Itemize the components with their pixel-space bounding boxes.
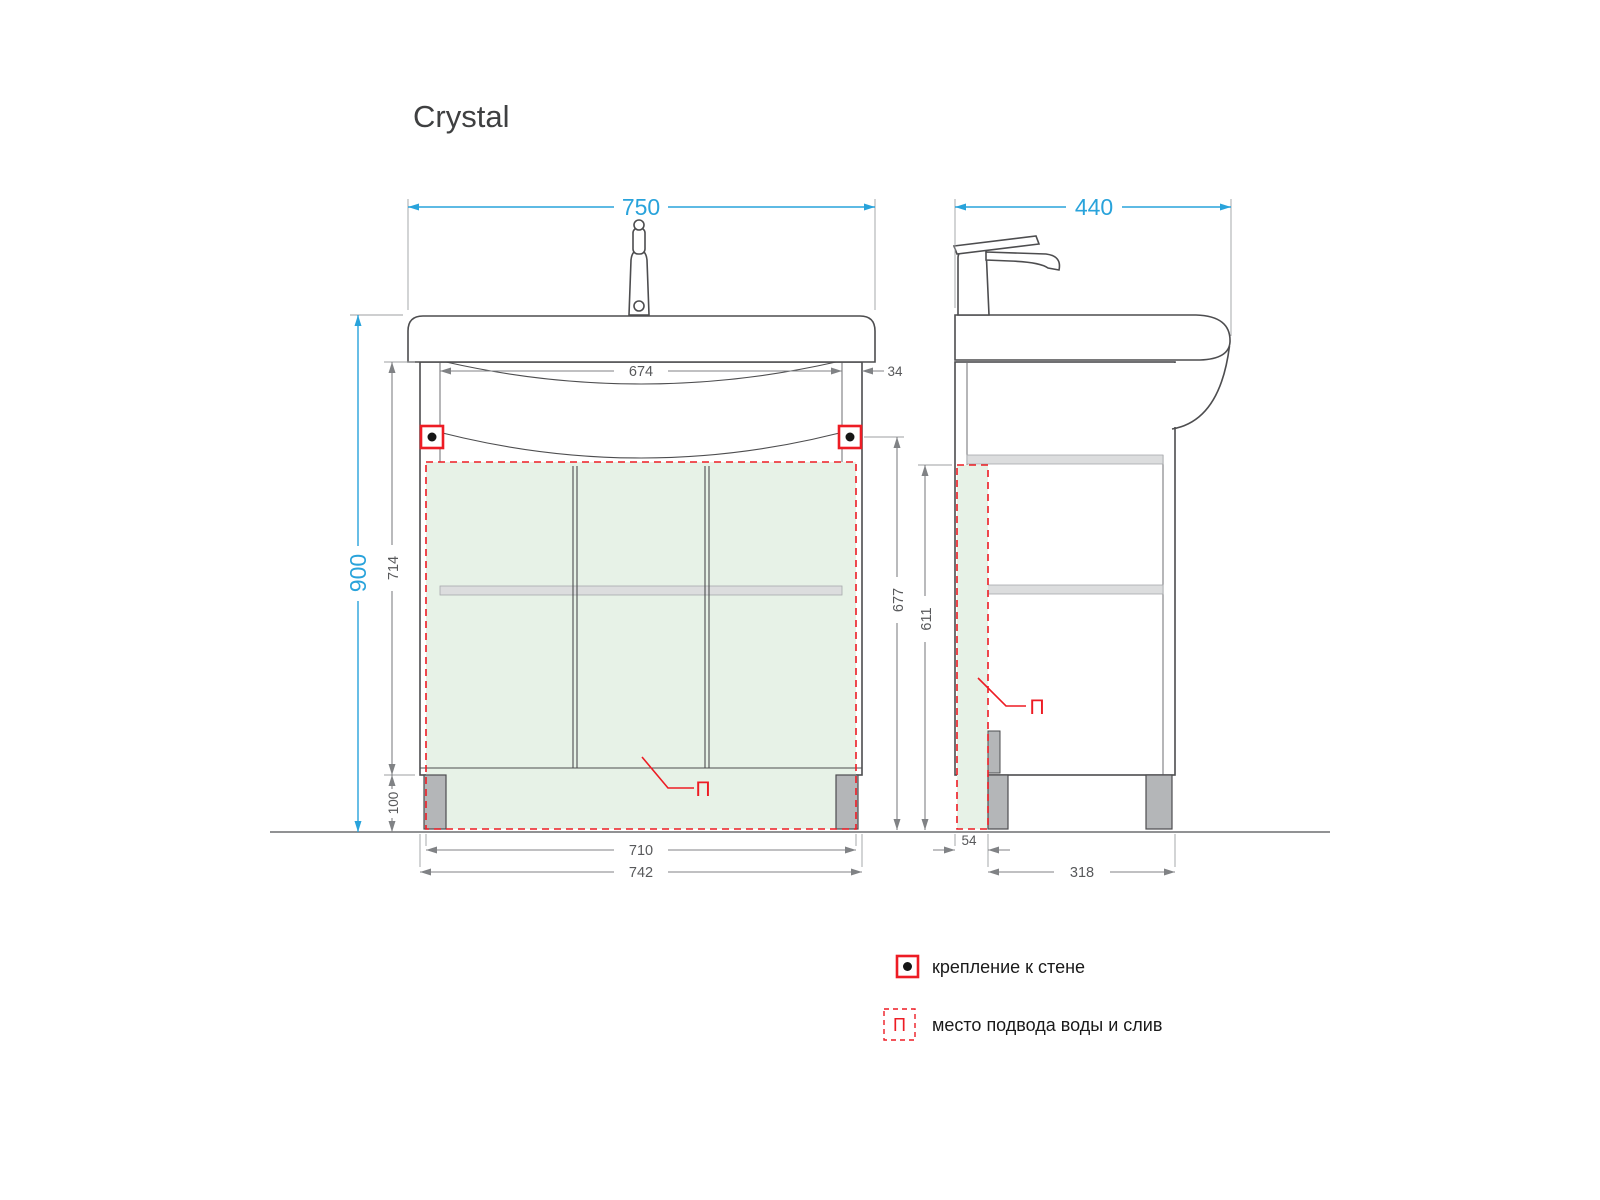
side-faucet [952, 235, 1061, 316]
side-front-leg [1145, 774, 1173, 830]
side-dim-611: 611 [918, 464, 952, 830]
side-back-leg [987, 774, 1009, 830]
water-zone-icon [883, 1008, 916, 1041]
side-pipe-label: П [1029, 696, 1044, 719]
side-pipe-callout: П [977, 677, 1045, 719]
legend-wall-mount-item: крепление к стене [895, 954, 1085, 979]
svg-text:677: 677 [891, 588, 907, 612]
svg-text:742: 742 [629, 865, 653, 881]
svg-text:34: 34 [887, 364, 903, 379]
legend-wall-mount-label: крепление к стене [932, 957, 1085, 977]
svg-text:100: 100 [386, 792, 401, 815]
page-title: Crystal [413, 99, 509, 134]
front-view: П 750 900 714 100 [345, 194, 907, 881]
side-water-zone-fill [957, 465, 988, 829]
svg-text:750: 750 [622, 194, 660, 220]
front-dim-742: 742 [419, 834, 863, 881]
front-shelf-band [439, 585, 843, 596]
side-dim-54: 54 [933, 833, 1010, 867]
legend: крепление к стене П место подвода воды и… [883, 954, 1162, 1041]
side-cabinet [954, 361, 1176, 776]
svg-text:611: 611 [919, 607, 935, 630]
front-pipe-callout: П [641, 756, 711, 801]
legend-water-symbol: П [893, 1015, 906, 1035]
front-dim-34: 34 [862, 364, 903, 379]
front-dim-750: 750 [407, 194, 876, 310]
front-faucet [628, 219, 650, 316]
legend-water-label: место подвода воды и слив [932, 1015, 1162, 1035]
svg-text:714: 714 [386, 556, 402, 580]
svg-text:900: 900 [345, 554, 371, 592]
front-wall-mount-right-icon [837, 424, 863, 450]
front-dim-674: 674 [440, 364, 842, 380]
legend-water-item: П место подвода воды и слив [883, 1008, 1162, 1041]
front-dim-900: 900 [345, 314, 403, 832]
front-wall-mount-left-icon [419, 424, 445, 450]
front-dim-714: 714 [384, 361, 415, 776]
side-washbasin [954, 314, 1231, 430]
side-bowl-curve [1171, 345, 1231, 430]
front-water-zone-border [425, 461, 857, 830]
svg-text:54: 54 [961, 833, 977, 848]
front-pipe-label: П [695, 778, 710, 801]
side-dim-318: 318 [988, 834, 1176, 881]
side-pipe-part [987, 730, 1001, 774]
front-dim-677: 677 [864, 436, 907, 830]
side-water-zone-border [956, 464, 989, 830]
svg-text:318: 318 [1070, 865, 1094, 881]
svg-text:440: 440 [1075, 194, 1113, 220]
side-view: П 440 611 54 3 [918, 194, 1234, 881]
side-basin-cover [1168, 363, 1234, 427]
wall-mount-dot [903, 962, 912, 971]
front-water-zone-fill [426, 462, 856, 829]
svg-text:710: 710 [629, 843, 653, 859]
front-dim-100: 100 [386, 775, 401, 832]
front-door-gaps [420, 466, 862, 769]
front-washbasin [407, 315, 876, 385]
front-right-leg [835, 774, 859, 830]
front-apron-curve [419, 426, 863, 459]
front-basin-curve [445, 361, 837, 385]
side-dim-440: 440 [954, 194, 1232, 336]
front-left-leg [423, 774, 447, 830]
side-shelf-band [966, 584, 1164, 595]
front-dim-710: 710 [425, 834, 857, 859]
side-top-band [966, 454, 1164, 465]
svg-text:674: 674 [629, 364, 653, 380]
